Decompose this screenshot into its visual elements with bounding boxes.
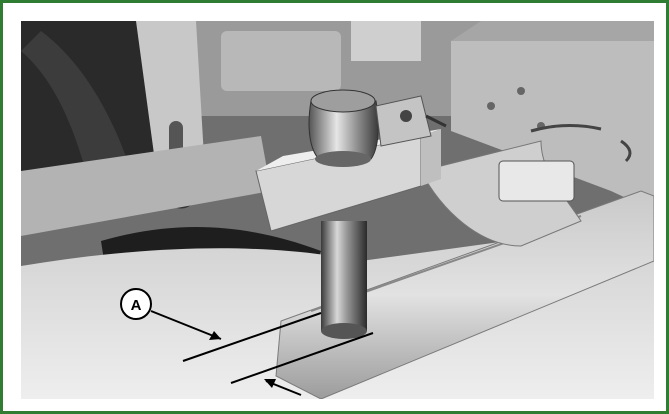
spring-clip [530,123,602,133]
frame-bar [21,136,271,236]
hitch-pin-photo: A [21,21,654,399]
dimension-line-upper [182,312,322,362]
hitch-pin-shaft [321,221,367,331]
callout-a-label: A [131,297,142,314]
hitch-photo-illustration: A [21,21,654,399]
callout-a-circle [120,288,152,320]
drawbar [275,190,654,399]
dimension-line-lower [230,332,374,384]
callout-leader-line [150,310,222,340]
decal-label [498,160,575,202]
